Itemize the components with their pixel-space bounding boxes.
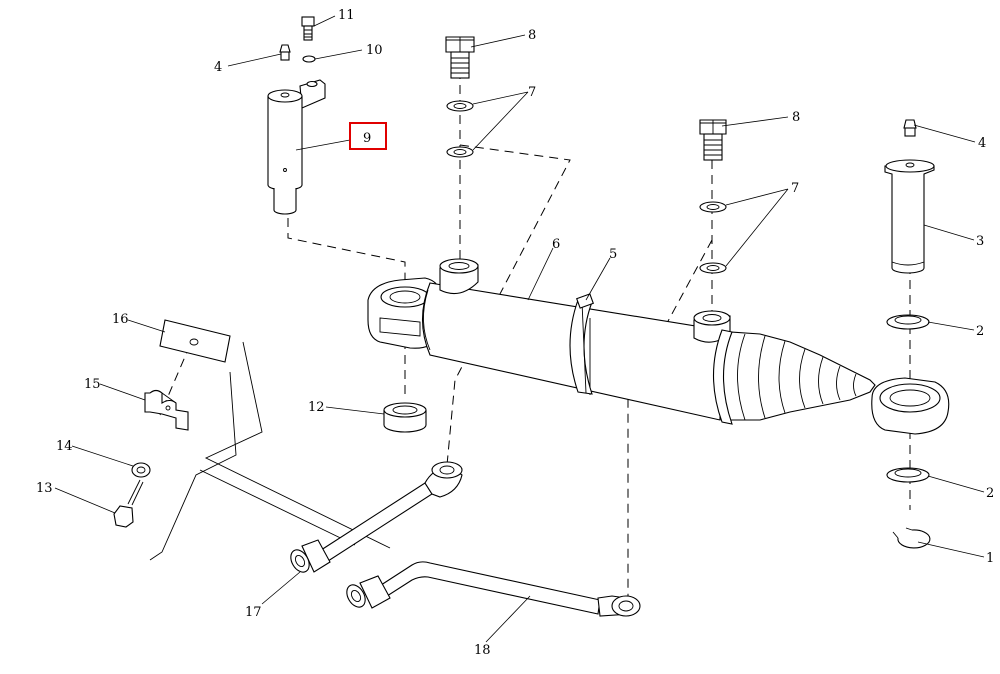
part-10-washer xyxy=(302,55,316,63)
part-4-grease-nipple xyxy=(279,44,291,61)
part-13-bolt xyxy=(113,479,144,528)
part-17-hose xyxy=(290,461,463,573)
callout-12: 12 xyxy=(308,400,325,415)
callout-8-lower: 8 xyxy=(792,110,800,125)
part-7-washers-lower xyxy=(699,201,727,274)
part-11-bolt xyxy=(301,16,315,41)
part-4-grease-nipple-right xyxy=(903,119,917,137)
part-6-cylinder xyxy=(367,258,731,421)
part-14-washer xyxy=(131,462,151,478)
part-18-hose xyxy=(346,561,641,617)
callout-15: 15 xyxy=(84,377,101,392)
callout-14: 14 xyxy=(56,439,73,454)
callout-2-lower: 2 xyxy=(986,486,994,501)
part-15-clip xyxy=(144,389,189,431)
callout-9: 9 xyxy=(363,131,371,146)
right-rod-eye xyxy=(871,377,950,435)
callout-16: 16 xyxy=(112,312,129,327)
part-8-bolt-lower xyxy=(699,119,727,161)
callout-3: 3 xyxy=(976,234,984,249)
part-7-washers-upper xyxy=(446,100,474,158)
part-2-bushing-lower xyxy=(886,467,930,483)
bellows-boot xyxy=(712,329,876,425)
callout-8-upper: 8 xyxy=(528,28,536,43)
part-5-clamp xyxy=(569,293,594,395)
callout-5: 5 xyxy=(609,247,617,262)
section-lines xyxy=(149,341,391,561)
part-2-bushing-upper xyxy=(886,314,930,330)
part-8-bolt-upper xyxy=(445,36,475,79)
callout-7-lower: 7 xyxy=(791,181,799,196)
callout-11: 11 xyxy=(338,8,355,23)
part-12-spacer xyxy=(383,402,427,433)
leader-lines xyxy=(54,15,985,643)
callout-1: 1 xyxy=(986,551,994,566)
callout-13: 13 xyxy=(36,481,53,496)
callout-17: 17 xyxy=(245,605,262,620)
callout-2-upper: 2 xyxy=(976,324,984,339)
callout-18: 18 xyxy=(474,643,491,658)
callout-7-upper: 7 xyxy=(528,85,536,100)
part-9-pin xyxy=(267,79,326,215)
callout-4-left: 4 xyxy=(214,60,222,75)
part-1-circlip xyxy=(892,527,931,549)
callout-4-right: 4 xyxy=(978,136,986,151)
highlight-box-part-9 xyxy=(349,122,387,150)
callout-6: 6 xyxy=(552,237,560,252)
part-3-pin xyxy=(884,159,935,274)
callout-10: 10 xyxy=(366,43,383,58)
callout-labels: 11 10 4 9 8 7 8 7 6 5 4 3 2 2 1 16 15 14… xyxy=(36,8,994,658)
part-16-plate xyxy=(159,319,231,363)
